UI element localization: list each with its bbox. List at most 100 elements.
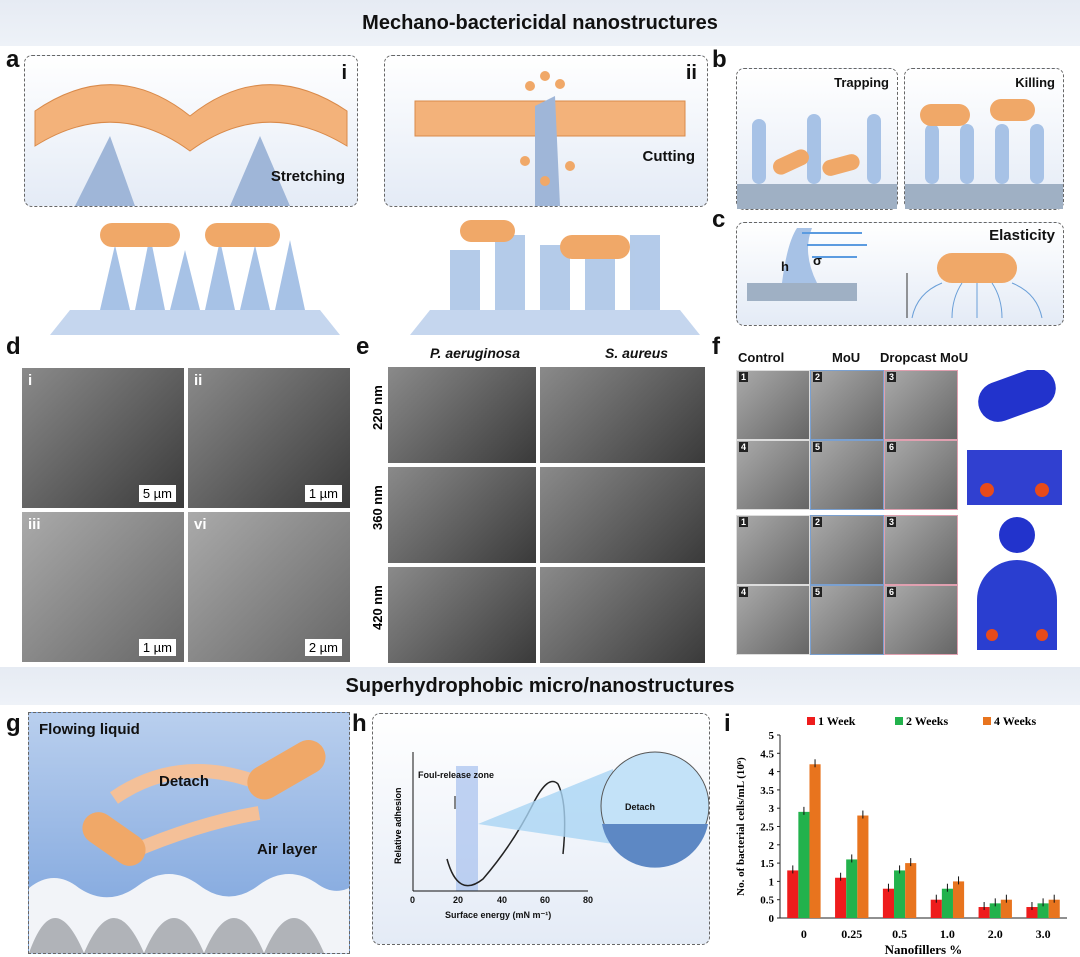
panel-c-label: c — [712, 206, 726, 233]
scale-bar: 1 µm — [304, 485, 342, 502]
y-axis-label: Relative adhesion — [393, 787, 403, 864]
bar-2-weeks — [1037, 903, 1049, 918]
sem-e-pa-360 — [388, 467, 536, 563]
tile-number: 1 — [739, 372, 749, 382]
image-id: i — [28, 372, 33, 389]
legend-label: 1 Week — [818, 714, 856, 728]
scale-bar: 2 µm — [304, 639, 342, 656]
header-superhydrophobic: Superhydrophobic micro/nanostructures — [0, 667, 1080, 705]
sem-tile-f: 2 — [810, 370, 884, 440]
y-tick-label: 0 — [769, 913, 775, 925]
elasticity-illustration — [747, 228, 1043, 319]
sem-tile-f: 4 — [736, 440, 810, 510]
bar-4-weeks — [952, 881, 965, 918]
detach-label-h: Detach — [625, 802, 656, 812]
killing-box: Killing — [904, 68, 1064, 210]
panel-e-label: e — [356, 333, 370, 360]
panel-h-box: Foul-release zone Relative adhesion Surf… — [372, 713, 710, 945]
sem-e-sa-420 — [540, 567, 705, 663]
tile-number: 6 — [887, 587, 897, 597]
y-tick-label: 1.5 — [760, 858, 774, 870]
inset-i-label: i — [341, 62, 347, 84]
sem-e-pa-220 — [388, 367, 536, 463]
flowing-liquid-illustration: Flowing liquid Detach Air layer — [28, 712, 350, 954]
x-tick: 40 — [497, 895, 508, 905]
x-tick-label: 3.0 — [1036, 927, 1051, 941]
bar-1-week — [978, 907, 990, 918]
bar-4-weeks — [1000, 899, 1012, 918]
sem-tile-f: 6 — [884, 440, 958, 510]
sem-tile-f: 3 — [884, 515, 958, 585]
sem-image-d-i: i 5 µm — [22, 368, 184, 508]
sem-image-d-iii: iii 1 µm — [22, 512, 184, 662]
y-axis-title: No. of bacterial cells/mL (10⁶) — [735, 757, 747, 896]
y-tick-label: 2 — [769, 840, 775, 852]
legend-label: 2 Weeks — [906, 714, 948, 728]
bar-4-weeks — [809, 764, 821, 918]
legend-swatch — [895, 717, 903, 725]
panel-h-label: h — [352, 710, 367, 737]
bar-4-weeks — [1048, 899, 1060, 918]
y-tick-label: 4 — [769, 767, 775, 779]
sem-image-d-ii: ii 1 µm — [188, 368, 350, 508]
bar-4-weeks — [905, 863, 917, 918]
sem-tile-f: 3 — [884, 370, 958, 440]
panel-a-label: a — [6, 46, 20, 73]
tile-number: 2 — [813, 517, 823, 527]
cutting-label: Cutting — [642, 148, 695, 165]
simulation-models — [967, 370, 1062, 650]
legend-label: 4 Weeks — [994, 714, 1036, 728]
stress-label: σ — [813, 253, 822, 268]
x-axis-title: Nanofillers % — [885, 942, 963, 957]
scale-bar: 5 µm — [138, 485, 176, 502]
image-id: ii — [194, 372, 203, 389]
killing-label: Killing — [1015, 75, 1055, 90]
bar-4-weeks — [857, 815, 869, 918]
bar-2-weeks — [941, 888, 953, 918]
y-tick-label: 3.5 — [760, 785, 774, 797]
scale-bar: 1 µm — [138, 639, 176, 656]
column-mou: MoU — [832, 350, 861, 365]
tile-number: 5 — [813, 587, 823, 597]
x-tick-label: 1.0 — [940, 927, 955, 941]
trapping-box: Trapping — [736, 68, 898, 210]
row-420nm: 420 nm — [370, 585, 385, 630]
adhesion-curve-plot — [412, 751, 710, 892]
y-tick-label: 4.5 — [760, 748, 774, 760]
bar-1-week — [835, 877, 847, 918]
nanopillar-substrate-a-i — [50, 223, 340, 335]
detach-label: Detach — [159, 773, 210, 790]
sem-tile-f: 4 — [736, 585, 810, 655]
y-tick-label: 3 — [769, 803, 775, 815]
elasticity-label: Elasticity — [989, 227, 1055, 244]
panel-b-label: b — [712, 46, 727, 73]
tile-number: 3 — [887, 372, 897, 382]
panel-i-label: i — [724, 710, 731, 737]
inset-ii-label: ii — [685, 62, 697, 84]
air-layer-label: Air layer — [257, 841, 318, 858]
x-tick-label: 2.0 — [988, 927, 1003, 941]
column-dropcast-mou: Dropcast MoU — [880, 350, 969, 365]
membrane-stretching-illustration — [34, 84, 348, 206]
bar-1-week — [1026, 907, 1038, 918]
row-360nm: 360 nm — [370, 485, 385, 530]
bar-2-weeks — [846, 859, 858, 918]
sem-tile-f: 5 — [810, 585, 884, 655]
air-layer-surface — [29, 740, 349, 953]
foul-release-zone-label: Foul-release zone — [418, 770, 495, 780]
y-tick-label: 0.5 — [760, 895, 774, 907]
sem-tile-f: 2 — [810, 515, 884, 585]
panel-d-label: d — [6, 333, 21, 360]
inset-stretching: i Stretching — [24, 55, 358, 207]
header-mechano: Mechano-bactericidal nanostructures — [0, 0, 1080, 46]
bar-1-week — [930, 899, 942, 918]
sem-e-pa-420 — [388, 567, 536, 663]
image-id: iii — [28, 516, 41, 533]
x-tick: 20 — [453, 895, 464, 905]
killing-illustration — [905, 99, 1063, 209]
bar-1-week — [882, 888, 895, 918]
x-tick: 0 — [410, 895, 416, 905]
stretching-label: Stretching — [270, 168, 345, 185]
tile-number: 5 — [813, 442, 823, 452]
